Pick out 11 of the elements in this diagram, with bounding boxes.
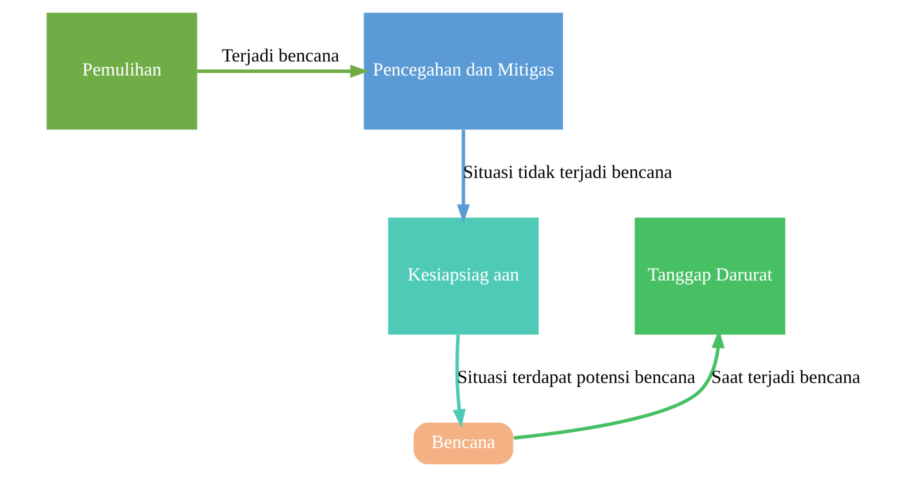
- edge-label: Situasi terdapat potensi bencana: [457, 366, 696, 388]
- node-box: Bencana: [414, 422, 514, 464]
- node-box: Tanggap Darurat: [634, 218, 786, 335]
- arrow: [452, 334, 466, 428]
- arrow: [197, 64, 369, 78]
- node-box: Pemulihan: [46, 12, 198, 130]
- arrow: [456, 130, 470, 223]
- node-box: Pencegahan dan Mitigas: [364, 12, 563, 130]
- node-box: Kesiapsiag aan: [388, 218, 539, 335]
- edge-label: Saat terjadi bencana: [711, 366, 860, 388]
- edge-label: Terjadi bencana: [222, 46, 340, 67]
